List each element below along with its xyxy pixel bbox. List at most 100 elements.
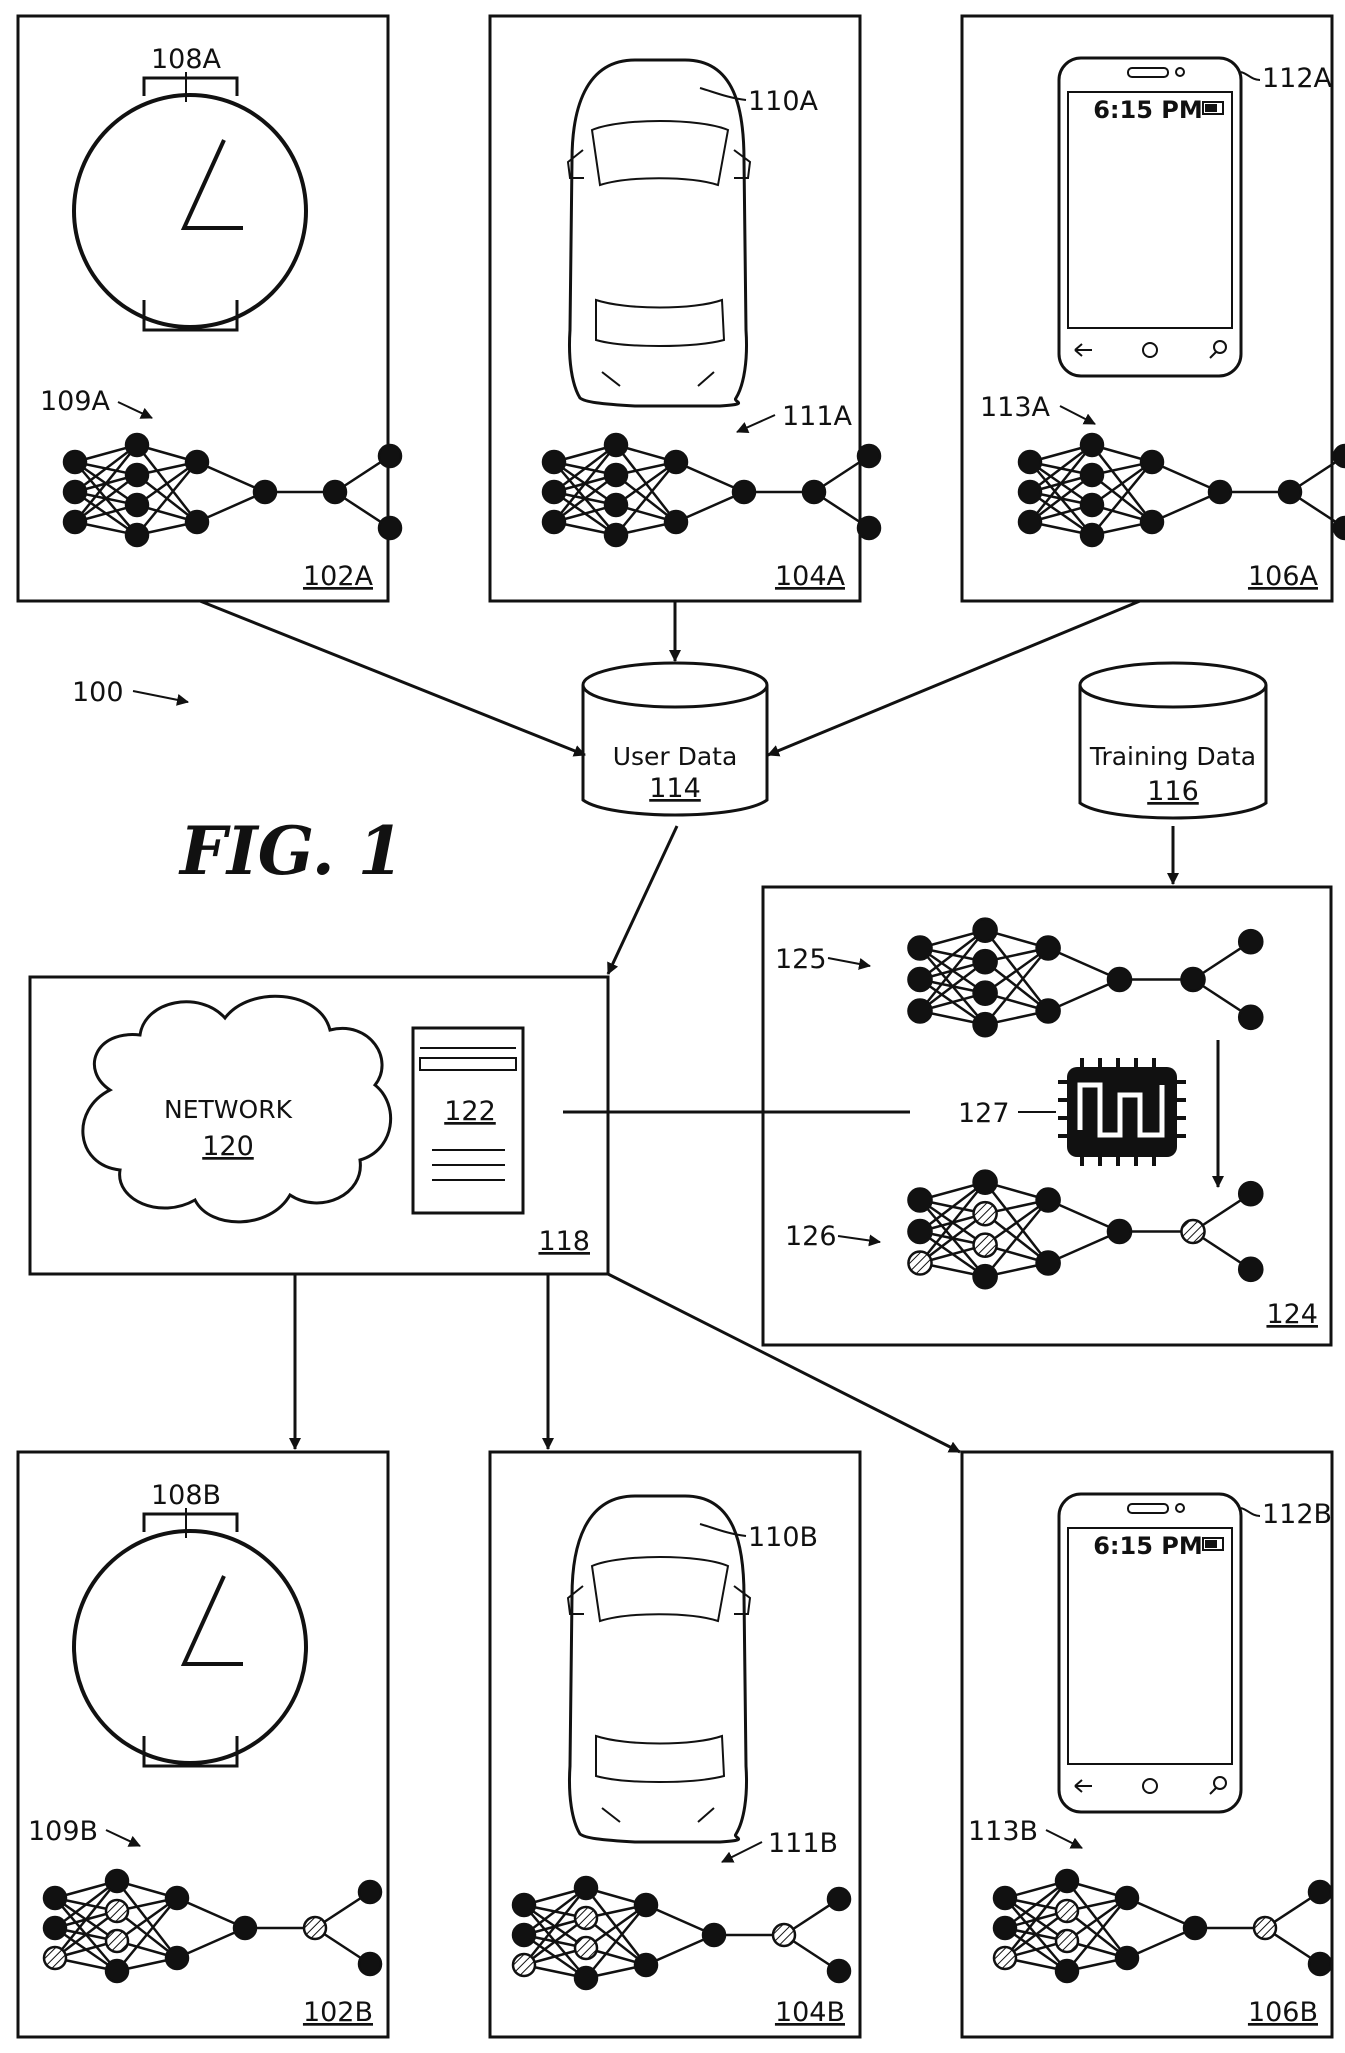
network-node [603, 432, 629, 458]
device-box-102b [16, 1450, 390, 2039]
network-node [62, 479, 88, 505]
network-node [603, 522, 629, 548]
neural-network-111b [511, 1875, 852, 1991]
network-node [992, 1885, 1018, 1911]
ref-126: 126 [785, 1221, 837, 1252]
network-node [907, 1250, 933, 1276]
training-data-label: Training Data [1089, 742, 1256, 771]
network-node [907, 998, 933, 1024]
ref-118: 118 [538, 1226, 590, 1257]
network-node [1114, 1945, 1140, 1971]
ref-102b: 102B [303, 1997, 373, 2028]
network-node [124, 522, 150, 548]
neural-network-126 [907, 1169, 1264, 1290]
network-node [972, 917, 998, 943]
network-node [801, 479, 827, 505]
network-node [731, 479, 757, 505]
ref-108b: 108B [151, 1480, 221, 1511]
car-icon [566, 58, 752, 408]
ref-110b: 110B [748, 1522, 818, 1553]
network-node [1332, 443, 1345, 469]
neural-network-layer [42, 432, 1345, 1991]
network-node [972, 1169, 998, 1195]
network-node [184, 449, 210, 475]
network-node [663, 449, 689, 475]
ref-104b: 104B [775, 1997, 845, 2028]
network-node [1079, 432, 1105, 458]
network-node [42, 1885, 68, 1911]
phone-time-top: 6:15 PM [1093, 96, 1203, 124]
network-node [511, 1952, 537, 1978]
network-node [302, 1915, 328, 1941]
network-node [1079, 462, 1105, 488]
database-icon [1078, 661, 1268, 820]
network-node [1180, 1218, 1206, 1245]
network-node [124, 432, 150, 458]
network-node [1054, 1898, 1080, 1924]
network-node [511, 1892, 537, 1918]
network-node [1079, 492, 1105, 518]
neural-network-109b [42, 1868, 383, 1984]
network-node [232, 1915, 258, 1941]
ref-125: 125 [775, 944, 827, 975]
ref-106a: 106A [1248, 561, 1319, 592]
user-data-ref: 114 [649, 773, 701, 804]
network-node [1139, 509, 1165, 535]
network-node [972, 1011, 998, 1038]
network-node [907, 1218, 933, 1245]
phone-icon [1057, 56, 1243, 378]
network-node [1035, 998, 1061, 1024]
network-node [62, 449, 88, 475]
cloud-icon [81, 994, 392, 1224]
network-node [972, 980, 998, 1006]
network-node [1237, 1256, 1264, 1283]
ref-112b: 112B [1262, 1499, 1332, 1530]
network-node [541, 479, 567, 505]
ref-109a: 109A [40, 386, 111, 417]
network-node [1035, 1187, 1061, 1213]
server-icon [411, 1026, 525, 1215]
network-label: NETWORK [164, 1095, 293, 1124]
network-node [42, 1915, 68, 1941]
watch-icon [72, 76, 308, 332]
network-node [633, 1952, 659, 1978]
network-node [357, 1879, 383, 1905]
network-node [603, 492, 629, 518]
network-node [1017, 479, 1043, 505]
network-node [42, 1945, 68, 1971]
device-box-106a [960, 14, 1334, 603]
ref-109b: 109B [28, 1816, 98, 1847]
ref-124: 124 [1266, 1299, 1318, 1330]
ref-106b: 106B [1248, 1997, 1318, 2028]
network-node [1035, 1250, 1061, 1276]
ref-102a: 102A [303, 561, 374, 592]
network-node [541, 509, 567, 535]
neural-network-113b [992, 1868, 1333, 1984]
network-node [1017, 449, 1043, 475]
neural-network-109a [62, 432, 403, 548]
network-ref: 120 [202, 1131, 254, 1162]
ref-104a: 104A [775, 561, 846, 592]
network-node [104, 1958, 130, 1984]
network-node [1332, 515, 1345, 541]
network-node [252, 479, 278, 505]
ref-113a: 113A [980, 392, 1051, 423]
network-node [377, 515, 403, 541]
arrow-114-to-118 [606, 825, 679, 975]
ref-127: 127 [958, 1098, 1010, 1129]
network-node [1237, 1004, 1264, 1031]
network-node [701, 1922, 727, 1948]
car-icon [566, 1494, 752, 1844]
network-node [771, 1922, 797, 1948]
network-node [1114, 1885, 1140, 1911]
network-node [322, 479, 348, 505]
network-node [1237, 928, 1264, 955]
user-data-label: User Data [613, 742, 738, 771]
network-node [1054, 1928, 1080, 1954]
ref-108a: 108A [151, 44, 222, 75]
network-node [164, 1885, 190, 1911]
network-node [972, 1232, 998, 1258]
network-node [907, 1187, 933, 1213]
